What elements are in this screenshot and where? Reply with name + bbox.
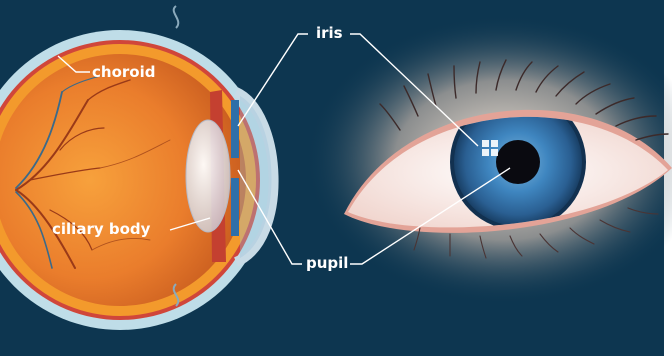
label-choroid: choroid <box>92 65 155 80</box>
label-pupil: pupil <box>306 256 348 271</box>
reflection-1 <box>482 140 489 147</box>
label-ciliary-body: ciliary body <box>52 222 150 237</box>
reflection-3 <box>482 149 489 156</box>
reflection-2 <box>491 140 498 147</box>
iris-side-lower <box>231 178 239 236</box>
iris-side-upper <box>231 100 239 158</box>
lens <box>186 120 230 232</box>
label-iris: iris <box>316 26 343 41</box>
reflection-4 <box>491 149 498 156</box>
front-pupil <box>496 140 540 184</box>
